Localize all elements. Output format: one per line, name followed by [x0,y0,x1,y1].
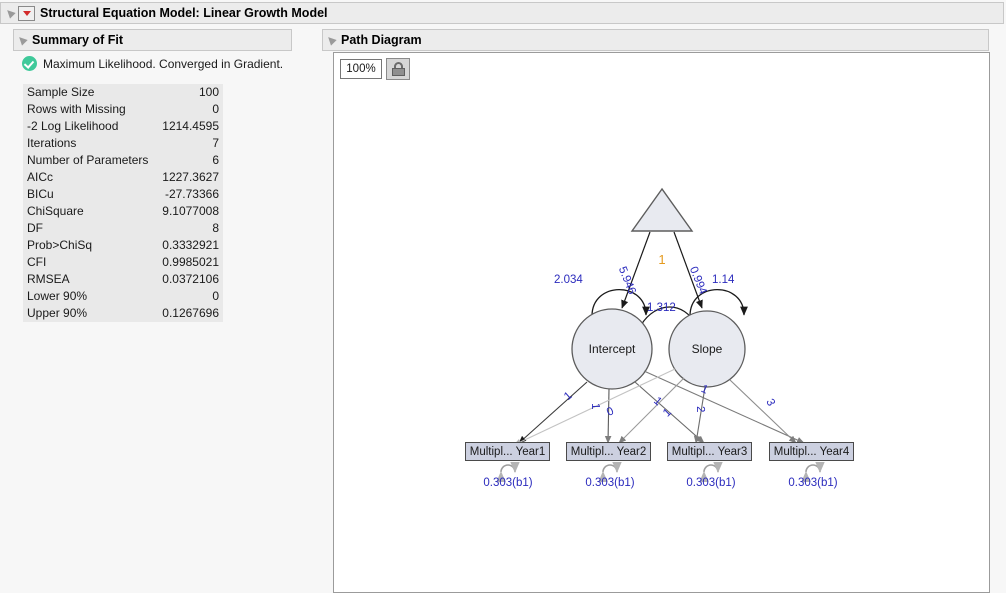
table-row: RMSEA 0.0372106 [23,271,223,288]
fit-stat-value: -27.73366 [164,187,219,201]
fit-stat-value: 9.1077008 [162,204,219,218]
fit-stat-value: 0 [212,289,219,303]
latent-node-intercept [571,308,653,390]
fit-stat-value: 1227.3627 [162,170,219,184]
latent-label-intercept: Intercept [588,342,636,356]
table-row: Upper 90% 0.1267696 [23,305,223,322]
latent-node-slope [668,310,746,388]
constant-node-label: 1 [658,252,666,267]
fit-stat-label: Lower 90% [27,289,88,303]
disclosure-triangle-icon[interactable] [326,35,337,46]
loading-slope-year1 [513,368,676,446]
estimate-slope-variance: 1.14 [712,274,735,286]
loading-label-slope-year3: 2 [694,406,707,413]
loading-intercept-year1 [518,381,588,444]
loading-slope-year4 [729,379,797,444]
red-triangle-menu-icon[interactable] [18,5,35,21]
disclosure-triangle-icon[interactable] [5,8,16,19]
constant-node-triangle [630,187,694,232]
convergence-status-text: Maximum Likelihood. Converged in Gradien… [43,56,284,71]
fit-stat-value: 6 [212,153,219,167]
residual-loop-year2 [598,461,622,483]
table-row: CFI 0.9985021 [23,254,223,271]
residual-label-year2: 0.303(b1) [585,477,635,489]
path-constant-to-slope [673,231,703,309]
page-title: Structural Equation Model: Linear Growth… [40,6,328,20]
path-diagram-canvas-panel: 100% [333,52,990,593]
manifest-node-year4[interactable]: Multipl... Year4 [769,442,854,461]
loading-label-intercept-year2: 1 [589,403,602,410]
table-row: DF 8 [23,220,223,237]
convergence-status: Maximum Likelihood. Converged in Gradien… [22,56,283,71]
table-row: AICc 1227.3627 [23,169,223,186]
table-row: Sample Size 100 [23,84,223,101]
fit-stat-label: Prob>ChiSq [27,238,93,252]
fit-stat-label: BICu [27,187,54,201]
path-diagram-drawing[interactable]: 1 Intercept Slope 2.034 5.946 0.994 1.14… [334,53,989,592]
table-row: ChiSquare 9.1077008 [23,203,223,220]
loading-intercept-year3 [634,381,705,444]
fit-stat-label: Upper 90% [27,306,88,320]
table-row: Iterations 7 [23,135,223,152]
manifest-node-year2[interactable]: Multipl... Year2 [566,442,651,461]
zoom-level-input[interactable]: 100% [340,59,382,79]
fit-stat-label: RMSEA [27,272,70,286]
table-row: Lower 90% 0 [23,288,223,305]
summary-of-fit-title: Summary of Fit [32,33,123,47]
estimate-covariance: 1.312 [647,302,676,314]
path-diagram-title: Path Diagram [341,33,422,47]
table-row: Prob>ChiSq 0.3332921 [23,237,223,254]
fit-stat-value: 0.9985021 [162,255,219,269]
residual-label-year1: 0.303(b1) [483,477,533,489]
residual-label-year3: 0.303(b1) [686,477,736,489]
fit-stat-value: 7 [212,136,219,150]
green-check-circle-icon [22,56,37,71]
loading-slope-year3 [693,386,706,444]
path-constant-to-intercept [621,231,651,309]
residual-loop-year1 [496,461,520,483]
disclosure-triangle-icon[interactable] [17,35,28,46]
fit-stat-label: Sample Size [27,85,95,99]
summary-of-fit-header[interactable]: Summary of Fit [13,29,292,51]
fit-stat-label: DF [27,221,43,235]
loading-intercept-year4 [643,370,805,444]
fit-stat-value: 1214.4595 [162,119,219,133]
fit-stat-label: ChiSquare [27,204,84,218]
loading-intercept-year2 [604,388,612,444]
fit-stat-label: Rows with Missing [27,102,126,116]
fit-stat-value: 0.0372106 [162,272,219,286]
table-row: BICu -27.73366 [23,186,223,203]
lock-icon[interactable] [386,58,410,80]
manifest-node-year1[interactable]: Multipl... Year1 [465,442,550,461]
manifest-node-year3[interactable]: Multipl... Year3 [667,442,752,461]
residual-loop-year4 [801,461,825,483]
fit-stat-label: AICc [27,170,54,184]
fit-stat-label: -2 Log Likelihood [27,119,119,133]
fit-stat-value: 0.3332921 [162,238,219,252]
fit-stat-label: Iterations [27,136,77,150]
table-row: Number of Parameters 6 [23,152,223,169]
path-diagram-svg [496,187,825,483]
fit-stat-value: 8 [212,221,219,235]
fit-stat-value: 100 [198,85,219,99]
loading-slope-year2 [618,377,685,444]
residual-label-year4: 0.303(b1) [788,477,838,489]
loop-intercept-variance [588,288,650,325]
table-row: Rows with Missing 0 [23,101,223,118]
estimate-intercept-variance: 2.034 [554,274,583,286]
fit-stat-label: Number of Parameters [27,153,149,167]
path-diagram-header[interactable]: Path Diagram [322,29,989,51]
table-row: -2 Log Likelihood 1214.4595 [23,118,223,135]
fit-stat-value: 0 [212,102,219,116]
latent-label-slope: Slope [691,342,723,356]
fit-stat-label: CFI [27,255,47,269]
loop-slope-variance [686,288,748,325]
fit-stat-value: 0.1267696 [162,306,219,320]
path-diagram-toolbar: 100% [340,58,410,80]
window-title-bar: Structural Equation Model: Linear Growth… [0,2,1004,24]
residual-loop-year3 [699,461,723,483]
